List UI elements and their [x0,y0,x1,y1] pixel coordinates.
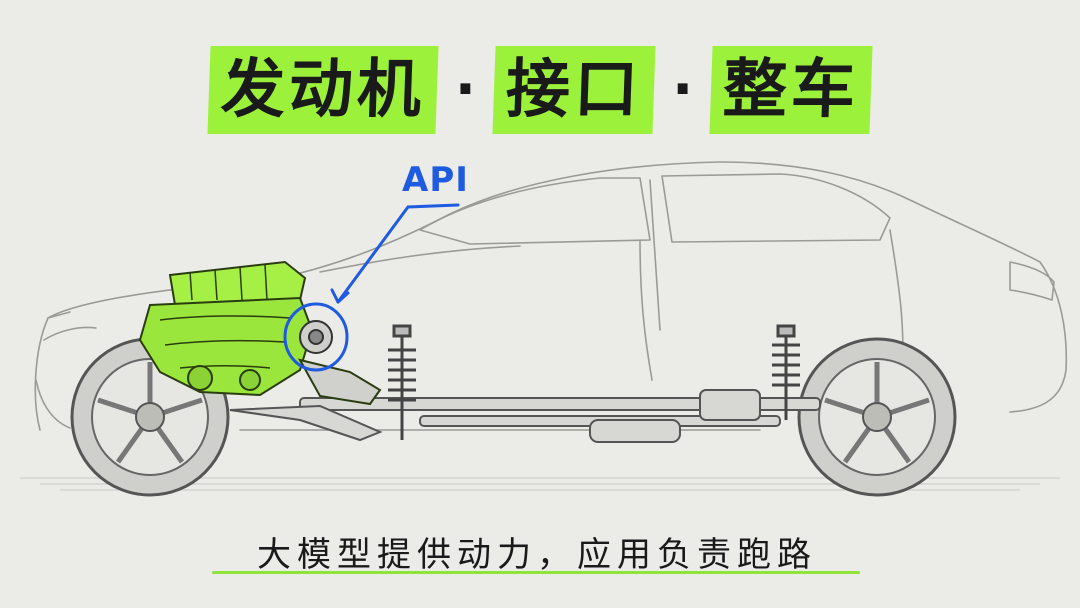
api-flange [299,320,333,354]
page-title: 发动机 · 接口 · 整车 [0,40,1080,140]
rear-suspension [772,324,800,420]
title-separator: · [672,57,694,122]
caption: 大模型提供动力，应用负责跑路 [257,535,817,575]
engine [138,260,382,406]
title-separator: · [454,57,476,122]
title-vehicle: 整车 [709,46,873,134]
api-callout [283,203,460,372]
title-interface: 接口 [492,46,656,134]
chassis-frame [229,389,821,443]
rear-wheel [797,337,957,497]
api-label: API [402,160,469,200]
front-suspension [388,324,416,440]
title-engine: 发动机 [207,46,439,134]
caption-underline [212,571,860,574]
